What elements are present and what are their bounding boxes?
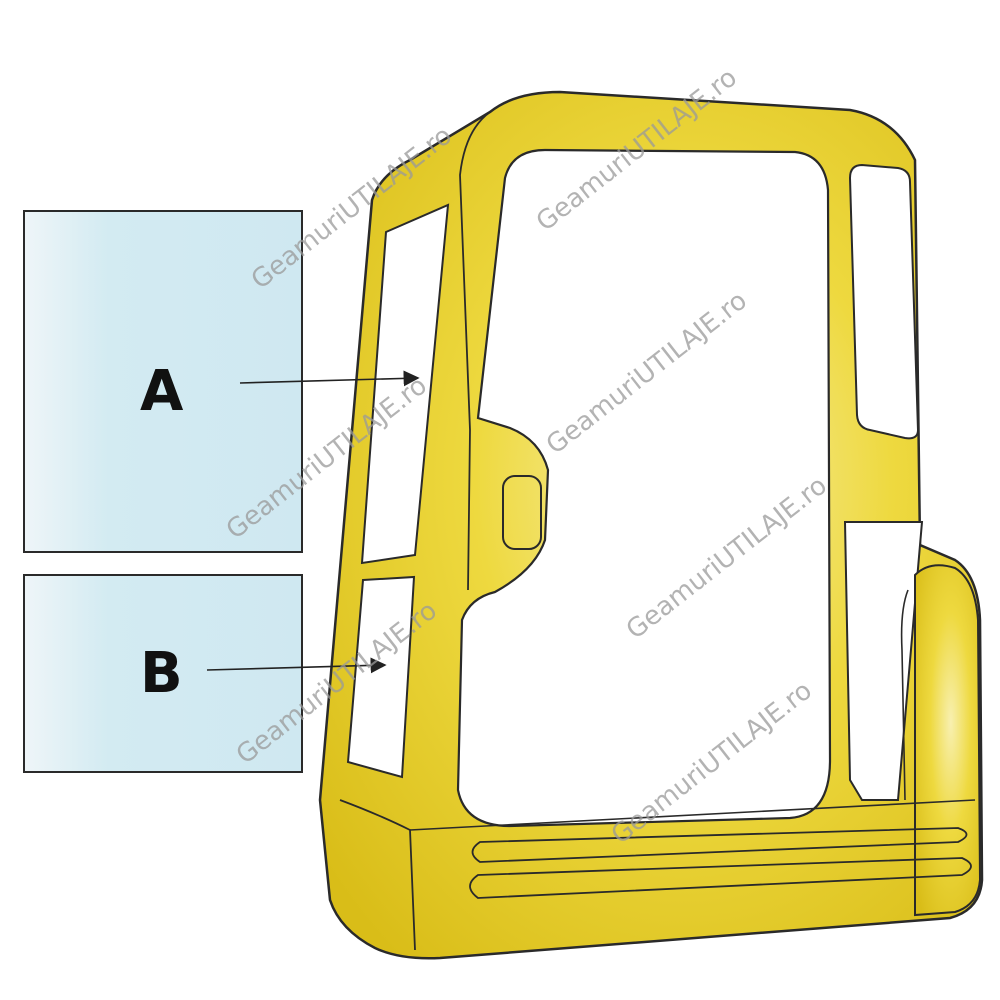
label-a: A xyxy=(140,359,184,424)
side-window-b xyxy=(346,575,416,779)
fender-line xyxy=(900,589,909,801)
door-handle xyxy=(502,475,542,550)
right-slot-window xyxy=(848,163,920,440)
label-b: B xyxy=(140,641,183,706)
rear-fender xyxy=(914,564,982,917)
arrow-a xyxy=(239,370,420,387)
door-window xyxy=(456,148,832,828)
glass-panel-b xyxy=(23,574,303,773)
right-lower-window xyxy=(843,521,924,801)
step-groove-2 xyxy=(469,857,972,899)
base-band-top xyxy=(409,799,976,831)
door-frame-line xyxy=(459,111,491,591)
base-band-line xyxy=(339,799,416,951)
arrow-b xyxy=(206,657,387,674)
glass-panel-a xyxy=(23,210,303,553)
step-groove-1 xyxy=(471,827,968,863)
